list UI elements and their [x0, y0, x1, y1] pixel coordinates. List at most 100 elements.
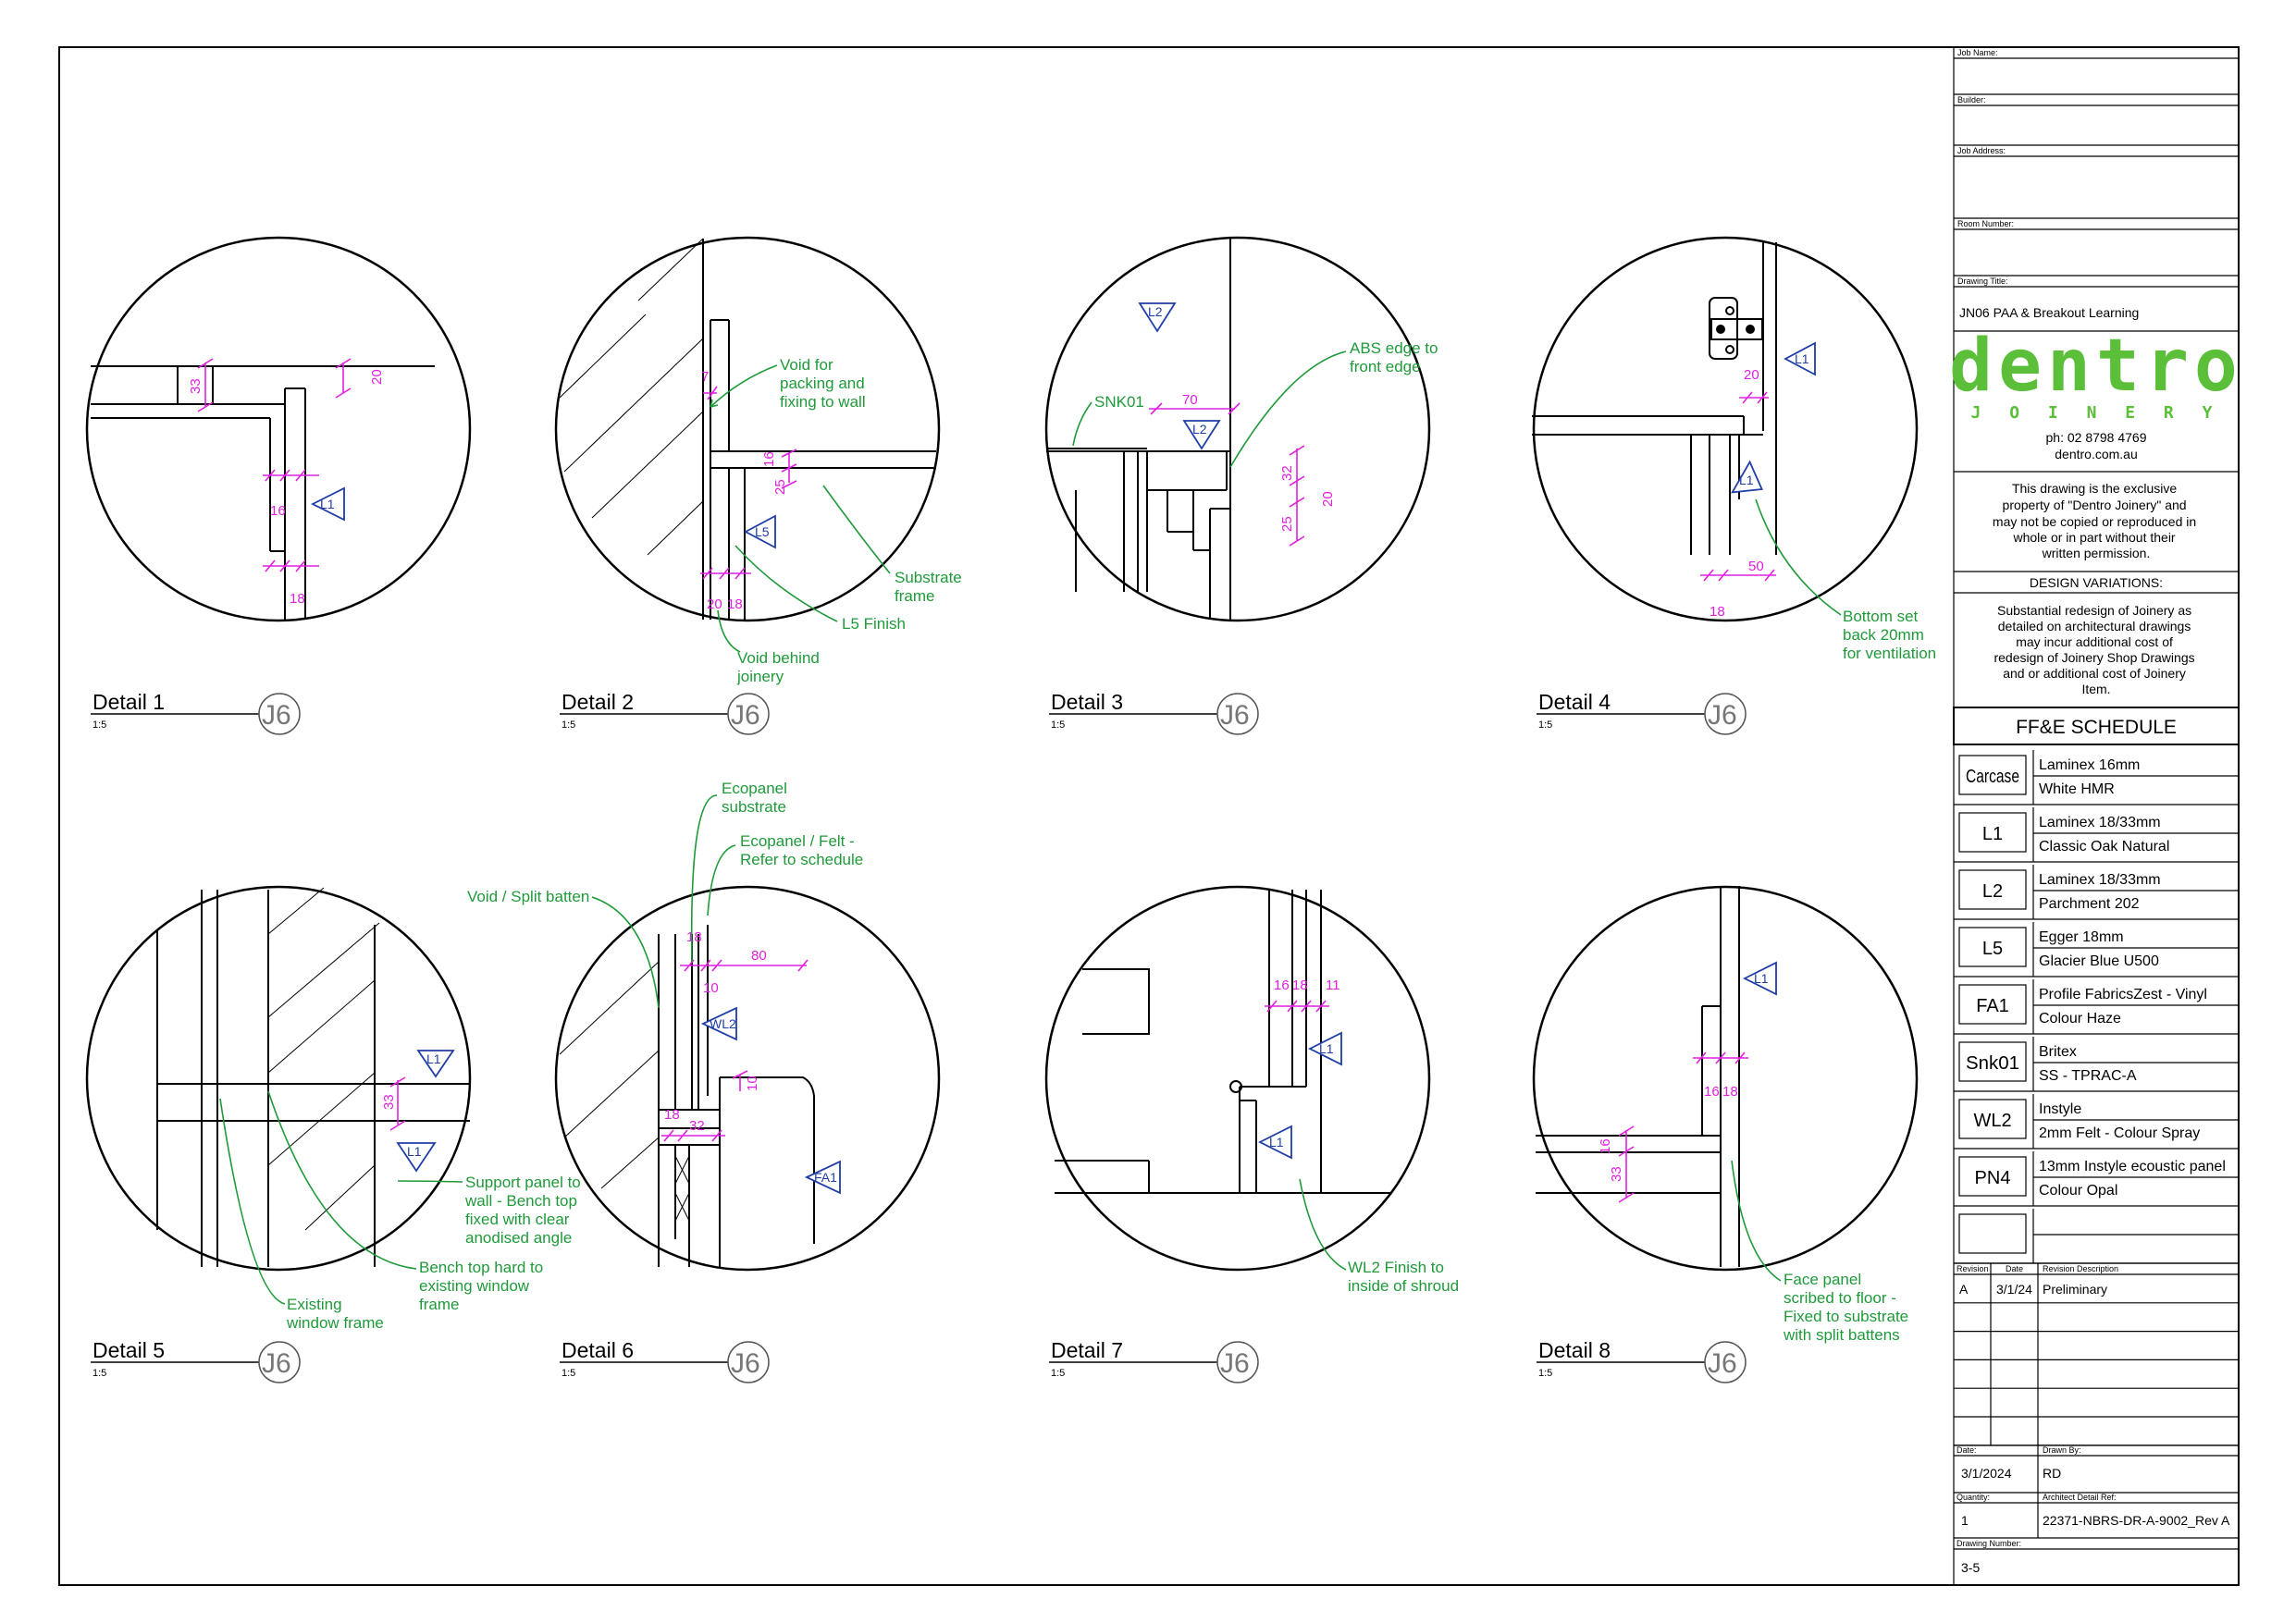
d6-tag-wl2 [700, 1006, 737, 1041]
ffe-code: FA1 [1976, 996, 2009, 1016]
ffe-code: Carcase [1966, 767, 2019, 787]
detail-5-circle [85, 885, 472, 1272]
revision-rev: A [1959, 1282, 1969, 1297]
svg-text:1:5: 1:5 [1051, 1368, 1065, 1379]
d2-dim-25: 25 [772, 479, 788, 495]
drawn-by-value: RD [2043, 1466, 2061, 1481]
d1-tag-l1-label: L1 [320, 497, 335, 511]
ownership-notice: This drawing is the exclusive property o… [1993, 481, 2200, 560]
ffe-desc-line1: Britex [2039, 1044, 2077, 1060]
d6-callout-ecopanel-felt: Ecopanel / Felt -Refer to schedule [740, 832, 863, 868]
ffe-desc-line2: Colour Haze [2039, 1011, 2121, 1027]
ffe-code: PN4 [1975, 1168, 2011, 1188]
ffe-code: L5 [1982, 939, 2003, 959]
d7-tag-l1-a-label: L1 [1319, 1041, 1334, 1056]
revision-date: 3/1/24 [1996, 1282, 2032, 1297]
detail-7-circle [1044, 885, 1431, 1272]
drawn-by-label: Drawn By: [2043, 1445, 2081, 1455]
d4-tag-l1-a [1784, 341, 1816, 376]
arch-ref-value: 22371-NBRS-DR-A-9002_Rev A [2043, 1513, 2230, 1528]
arch-ref-label: Architect Detail Ref: [2043, 1493, 2117, 1502]
d3-tag-l2-b [1182, 420, 1221, 450]
d4-hinge-icon [1709, 297, 1763, 360]
d1-dim-16: 16 [270, 503, 286, 519]
d2-dim-16: 16 [761, 451, 777, 467]
d5-tag-l1-b [396, 1142, 437, 1173]
d6-tag-fa1-label: FA1 [814, 1170, 837, 1185]
d7-dim-18: 18 [1292, 977, 1308, 993]
detail-4-circle [1532, 236, 1919, 622]
d4-dim-18: 18 [1710, 604, 1725, 620]
d4-dim-50: 50 [1748, 559, 1764, 574]
d7-tag-l1-b [1257, 1125, 1292, 1160]
svg-text:Detail 3: Detail 3 [1051, 690, 1123, 714]
design-variations-text: Substantial redesign of Joinery as detai… [1994, 603, 2198, 696]
d3-tag-l2-b-label: L2 [1192, 422, 1207, 436]
design-variations-label: DESIGN VARIATIONS: [2030, 575, 2163, 590]
d7-dim-16: 16 [1274, 977, 1290, 993]
d1-dim-18: 18 [290, 591, 305, 607]
svg-text:1:5: 1:5 [562, 1368, 575, 1379]
ffe-desc-line1: Laminex 18/33mm [2039, 815, 2161, 830]
detail-3-title: Detail 3 1:5 J6 [1049, 690, 1259, 735]
drawing-number-label: Drawing Number: [1957, 1539, 2021, 1548]
d3-tag-l2-a [1138, 302, 1177, 333]
d6-dim-80: 80 [751, 948, 767, 964]
svg-text:Detail 4: Detail 4 [1538, 690, 1611, 714]
d2-dim-7: 7 [701, 369, 709, 385]
svg-text:Date: Date [2006, 1264, 2023, 1273]
d4-tag-l1-b-label: L1 [1739, 473, 1754, 487]
quantity-value: 1 [1961, 1513, 1969, 1528]
svg-text:J6: J6 [1708, 1348, 1737, 1379]
d7-tag-l1-a [1307, 1031, 1342, 1066]
d5-dim-33: 33 [381, 1094, 397, 1110]
website: dentro.com.au [2055, 447, 2138, 461]
ffe-desc-line2: SS - TPRAC-A [2039, 1068, 2137, 1084]
d5-tag-l1-a-label: L1 [426, 1051, 441, 1066]
d4-dim-20: 20 [1744, 367, 1759, 383]
d6-dim-10a: 10 [703, 980, 719, 996]
d1-dim-20: 20 [369, 369, 385, 385]
d3-tag-l2-a-label: L2 [1148, 304, 1163, 319]
detail-1-title: Detail 1 1:5 J6 [91, 690, 301, 735]
ffe-desc-line2: White HMR [2039, 781, 2115, 797]
phone: ph: 02 8798 4769 [2046, 430, 2147, 445]
d3-dim-70: 70 [1182, 392, 1198, 408]
ffe-desc-line1: 13mm Instyle ecoustic panel [2039, 1159, 2226, 1174]
d3-dim-20: 20 [1320, 491, 1336, 507]
d2-tag-l5-label: L5 [755, 524, 770, 539]
d7-dim-11: 11 [1326, 977, 1340, 993]
svg-text:1:5: 1:5 [1538, 1368, 1552, 1379]
ffe-row: Snk01 Britex SS - TPRAC-A [1954, 1037, 2239, 1092]
d8-dim-18: 18 [1722, 1084, 1738, 1100]
d7-tag-l1-b-label: L1 [1269, 1135, 1284, 1150]
quantity-label: Quantity: [1957, 1493, 1990, 1502]
ffe-code: WL2 [1973, 1111, 2011, 1131]
date-value: 3/1/2024 [1961, 1466, 2012, 1481]
detail-6-circle [554, 885, 941, 1272]
detail-3-circle [1044, 236, 1431, 622]
d6-dim-18a: 18 [686, 929, 702, 945]
d3-dim-25: 25 [1279, 516, 1295, 532]
d8-tag-l1 [1742, 961, 1777, 996]
drawing-title: JN06 PAA & Breakout Learning [1959, 305, 2139, 320]
ffe-desc-line2: Classic Oak Natural [2039, 839, 2169, 855]
d6-dim-10b: 10 [745, 1076, 760, 1091]
detail-1-circle [85, 236, 472, 622]
ffe-code: Snk01 [1966, 1053, 2019, 1074]
detail-4-title: Detail 4 1:5 J6 [1537, 690, 1747, 735]
d1-dim-33: 33 [188, 378, 204, 394]
